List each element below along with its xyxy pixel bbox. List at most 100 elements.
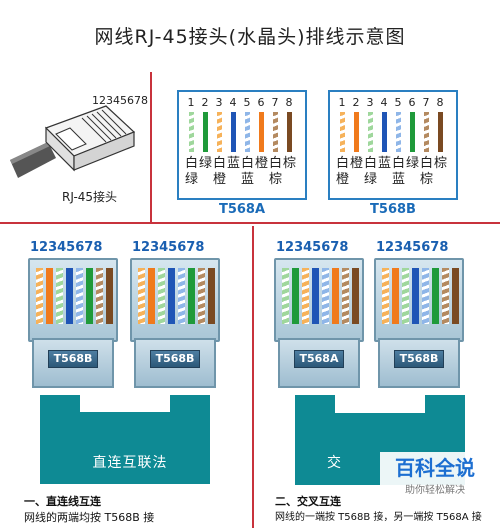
t568b-wire-label-top: 白 bbox=[336, 156, 350, 171]
watermark-slogan: 助你轻松解决 bbox=[405, 485, 465, 496]
t568b-wire bbox=[368, 112, 373, 152]
t568a-pin-number: 5 bbox=[243, 96, 251, 109]
plug-standard-label: T568B bbox=[150, 350, 200, 368]
plug-pin-numbers: 12345678 bbox=[132, 240, 205, 255]
t568b-wire-label: 棕 bbox=[434, 156, 447, 188]
plug-wire bbox=[56, 268, 63, 324]
t568b-label: T568B bbox=[370, 202, 416, 217]
t568a-wire-label-top: 蓝 bbox=[227, 156, 241, 171]
crossover-description: 网线的一端按 T568B 接，另一端按 T568A 接 bbox=[275, 512, 482, 523]
t568b-wire bbox=[410, 112, 415, 152]
plug-wire bbox=[382, 268, 389, 324]
t568b-pin-number: 8 bbox=[436, 96, 444, 109]
t568a-wire-label: 白橙 bbox=[213, 156, 226, 188]
t568a-wire bbox=[231, 112, 236, 152]
watermark-brand: 百科全说 bbox=[395, 456, 475, 480]
t568b-wire-label-top: 蓝 bbox=[378, 156, 392, 171]
plug-wire bbox=[342, 268, 349, 324]
divider-vertical-top bbox=[150, 72, 152, 222]
t568a-wire-label-bottom: 蓝 bbox=[241, 172, 255, 187]
t568b-wire-label: 白橙 bbox=[336, 156, 349, 188]
t568a-wire bbox=[245, 112, 250, 152]
t568a-wire-label-top: 白 bbox=[213, 156, 227, 171]
t568a-wire-label-bottom: 棕 bbox=[269, 172, 283, 187]
t568a-wire-label-top: 棕 bbox=[283, 156, 297, 171]
plug-body: T568B bbox=[134, 338, 216, 388]
t568b-wire-label-top: 棕 bbox=[434, 156, 448, 171]
t568b-pin-number: 5 bbox=[394, 96, 402, 109]
plug-standard-label: T568B bbox=[48, 350, 98, 368]
t568a-pin-number: 4 bbox=[229, 96, 237, 109]
t568a-wire-label: 棕 bbox=[283, 156, 296, 188]
t568a-wire bbox=[217, 112, 222, 152]
t568b-wire-label-top: 绿 bbox=[406, 156, 420, 171]
plug-wire bbox=[208, 268, 215, 324]
divider-vertical-bottom bbox=[252, 226, 254, 528]
t568b-wire-label-top: 白 bbox=[392, 156, 406, 171]
plug-standard-label: T568B bbox=[394, 350, 444, 368]
plug-head bbox=[28, 258, 118, 342]
t568b-wire-label-top: 橙 bbox=[350, 156, 364, 171]
t568a-wire bbox=[203, 112, 208, 152]
plug-body: T568A bbox=[278, 338, 360, 388]
straight-description: 网线的两端均按 T568B 接 bbox=[24, 511, 155, 524]
plug-body: T568B bbox=[378, 338, 460, 388]
straight-cable-notch bbox=[80, 395, 170, 412]
plug-wire bbox=[302, 268, 309, 324]
t568b-wire-label-bottom bbox=[434, 172, 447, 188]
t568a-wire-label-bottom bbox=[199, 172, 212, 188]
plug-wire bbox=[36, 268, 43, 324]
t568a-wire bbox=[189, 112, 194, 152]
t568a-wire-label: 绿 bbox=[199, 156, 212, 188]
t568a-pin-number: 8 bbox=[285, 96, 293, 109]
rj45-pin-numbers: 12345678 bbox=[92, 94, 148, 107]
crossover-heading: 二、交叉互连 bbox=[275, 495, 341, 508]
plug-standard-label: T568A bbox=[294, 350, 344, 368]
t568a-pin-number: 2 bbox=[201, 96, 209, 109]
rj45-plug-graphic bbox=[10, 105, 136, 178]
t568b-pin-number: 3 bbox=[366, 96, 374, 109]
t568b-wire-label: 白棕 bbox=[420, 156, 433, 188]
straight-cable-right bbox=[170, 395, 210, 425]
plug-wire bbox=[158, 268, 165, 324]
plug-wire bbox=[442, 268, 449, 324]
t568b-wire bbox=[424, 112, 429, 152]
t568b-pin-number: 6 bbox=[408, 96, 416, 109]
plug-wire bbox=[198, 268, 205, 324]
t568b-pin-number: 4 bbox=[380, 96, 388, 109]
plug-body: T568B bbox=[32, 338, 114, 388]
page-title: 网线RJ-45接头(水晶头)排线示意图 bbox=[94, 26, 406, 48]
t568b-pin-number: 7 bbox=[422, 96, 430, 109]
divider-horizontal bbox=[0, 222, 500, 224]
straight-heading: 一、直连线互连 bbox=[24, 495, 101, 508]
plug-wire bbox=[392, 268, 399, 324]
t568a-pin-number: 1 bbox=[187, 96, 195, 109]
watermark: 百科全说 助你轻松解决 bbox=[380, 452, 490, 498]
plug-wire bbox=[352, 268, 359, 324]
plug-wire bbox=[282, 268, 289, 324]
plug-wire bbox=[292, 268, 299, 324]
t568b-wire-label: 白蓝 bbox=[392, 156, 405, 188]
plug-wire bbox=[106, 268, 113, 324]
t568a-wire-label-bottom bbox=[283, 172, 296, 188]
t568b-wire-label: 蓝 bbox=[378, 156, 391, 188]
plug-pin-numbers: 12345678 bbox=[30, 240, 103, 255]
t568a-label: T568A bbox=[218, 202, 266, 217]
plug-wire bbox=[422, 268, 429, 324]
plug-wire bbox=[178, 268, 185, 324]
t568b-wire bbox=[340, 112, 345, 152]
t568b-wire-label-bottom bbox=[406, 172, 419, 188]
t568b-wire-label-bottom: 蓝 bbox=[392, 172, 406, 187]
straight-cable-label: 直连互联法 bbox=[92, 455, 168, 471]
t568a-wire-label: 白蓝 bbox=[241, 156, 254, 188]
plug-wire bbox=[96, 268, 103, 324]
plug-wire bbox=[188, 268, 195, 324]
t568b-wire-label-bottom bbox=[350, 172, 363, 188]
t568a-wire-label: 白绿 bbox=[185, 156, 198, 188]
t568b-wire bbox=[382, 112, 387, 152]
t568a-pin-number: 6 bbox=[257, 96, 265, 109]
crossover-cable-label: 交 bbox=[327, 455, 341, 471]
